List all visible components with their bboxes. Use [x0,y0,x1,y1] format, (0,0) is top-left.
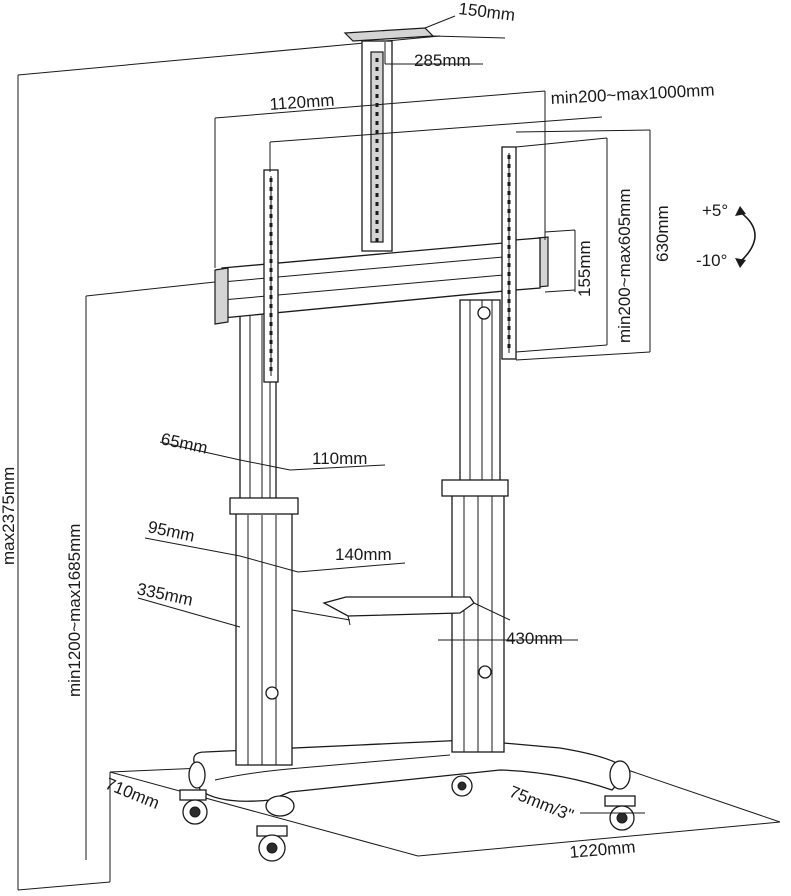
perforation-hole [375,112,379,116]
perforation-hole [507,236,511,240]
media-shelf [291,596,475,626]
perforation-hole [375,103,379,107]
perforation-hole [269,367,273,371]
perforation-hole [375,148,379,152]
perforation-hole [269,268,273,272]
perforation-hole [269,331,273,335]
tilt-down-label: -10° [696,251,727,270]
perforation-hole [375,184,379,188]
crossbar-height-label: 155mm [575,240,594,297]
perforation-hole [269,322,273,326]
perforation-hole [375,94,379,98]
perforation-hole [507,326,511,330]
perforation-hole [375,238,379,242]
perforation-hole [269,358,273,362]
perforation-hole [269,187,273,191]
upper-pole-width-label: 110mm [312,449,367,468]
caster-back [451,775,473,797]
shelf-width-label: 430mm [506,629,563,648]
perforation-hole [375,157,379,161]
perforation-hole [269,241,273,245]
perforation-hole [507,155,511,159]
perforation-hole [507,263,511,267]
perforation-hole [507,173,511,177]
perforation-hole [507,308,511,312]
perforation-hole [375,193,379,197]
mount-width-label: 1120mm [269,91,335,114]
tilt-up-label: +5° [702,201,728,220]
perforation-hole [375,211,379,215]
perforation-hole [269,259,273,263]
perforation-hole [269,277,273,281]
perforation-hole [507,245,511,249]
dimension-lines [85,15,651,860]
perforation-hole [269,232,273,236]
center-height-label: min1200~max1685mm [65,524,84,697]
base-frame [188,739,631,817]
upper-pole-depth-label: 65mm [159,429,209,457]
perforation-hole [269,349,273,353]
perforation-hole [507,254,511,258]
perforation-hole [269,178,273,182]
lower-pole-width-label: 140mm [335,545,392,564]
perforation-hole [507,164,511,168]
perforation-hole [269,340,273,344]
base-depth-label: 710mm [103,774,163,813]
perforation-hole [507,281,511,285]
perforation-hole [269,286,273,290]
perforation-hole [507,218,511,222]
perforation-hole [507,182,511,186]
perforation-hole [375,229,379,233]
lower-pole-depth-label: 95mm [146,517,196,545]
perforation-hole [507,317,511,321]
perforation-hole [507,344,511,348]
perforation-hole [507,272,511,276]
perforation-hole [375,166,379,170]
perforation-hole [269,304,273,308]
perforation-hole [375,130,379,134]
total-height-label: max2375mm [0,467,18,565]
perforation-hole [507,191,511,195]
tilt-arrow-icon [735,206,756,268]
perforation-hole [269,223,273,227]
perforation-hole [507,227,511,231]
bracket-perforations [269,58,511,371]
perforation-hole [269,250,273,254]
vesa-vertical-label: min200~max605mm [615,189,634,344]
top-plate-width-label: 285mm [414,51,471,70]
vesa-bracket-left [263,169,279,383]
perforation-hole [375,67,379,71]
perforation-hole [507,335,511,339]
caster-size-label: 75mm/3" [507,782,577,825]
perforation-hole [507,209,511,213]
perforation-hole [269,214,273,218]
perforation-hole [375,202,379,206]
perforation-hole [507,290,511,294]
perforation-hole [375,121,379,125]
perforation-hole [375,175,379,179]
perforation-hole [269,313,273,317]
perforation-hole [375,85,379,89]
right-column [441,299,509,753]
vesa-horizontal-label: min200~max1000mm [550,80,715,108]
caster-front-middle [256,825,288,862]
top-plate-depth-label: 150mm [458,0,517,25]
perforation-hole [375,139,379,143]
perforation-hole [375,76,379,80]
bracket-height-label: 630mm [653,205,672,262]
perforation-hole [507,200,511,204]
mount-crossbar [214,236,549,325]
perforation-hole [269,205,273,209]
caster-front-left [179,789,208,825]
perforation-hole [507,299,511,303]
perforation-hole [375,58,379,62]
perforation-hole [269,196,273,200]
vesa-bracket-right [501,146,517,360]
perforation-hole [269,295,273,299]
perforation-hole [375,220,379,224]
caster-right [604,795,636,831]
